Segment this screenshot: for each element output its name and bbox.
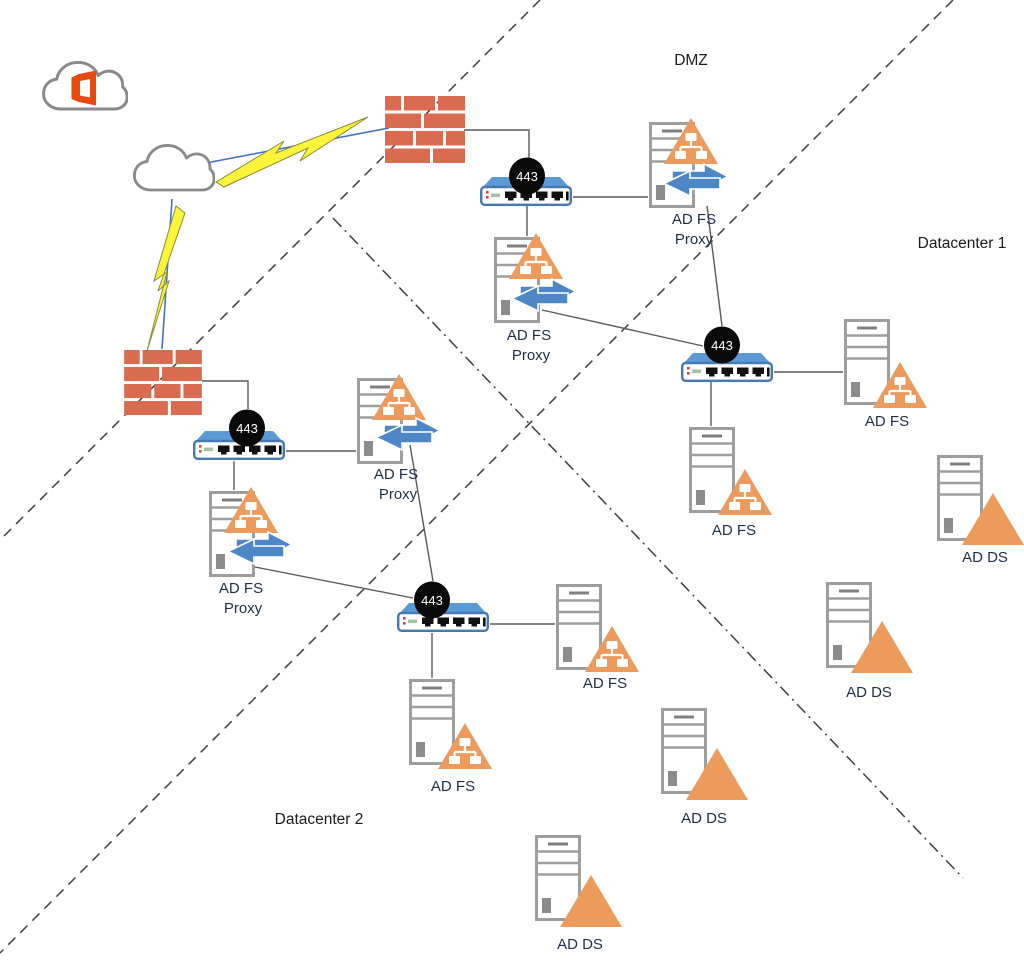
adfs-server-label: AD FS <box>431 778 475 795</box>
proxy1-to-lb2-link <box>706 205 723 327</box>
port-443-badge-label: 443 <box>236 421 258 436</box>
adfs-proxy-server-4: AD FS Proxy <box>209 486 292 617</box>
proxy3-to-lb4-link <box>409 444 434 582</box>
server-icon <box>409 679 455 765</box>
datacenter1-datacenter2-boundary-line <box>332 217 964 879</box>
adfs-server-label: AD FS <box>583 675 627 692</box>
server-icon <box>556 584 602 670</box>
connectors <box>161 127 843 678</box>
firewall-1 <box>385 96 465 163</box>
adfs-server-1: AD FS <box>844 319 928 430</box>
adfs-proxy-label: AD FS <box>507 327 551 344</box>
adds-server-2: AD DS <box>826 582 913 701</box>
dmz-zone-label: DMZ <box>674 52 708 69</box>
adfs-proxy-server-2: AD FS Proxy <box>494 232 576 364</box>
load-balancer-2: 443 <box>681 326 773 382</box>
adfs-proxy-server-3: AD FS Proxy <box>357 373 440 503</box>
lightning-bolt-icon <box>146 205 186 352</box>
load-balancer-1: 443 <box>480 157 572 206</box>
adfs-proxy-label: AD FS <box>672 211 716 228</box>
adfs-proxy-label: Proxy <box>675 231 714 248</box>
adds-server-4: AD DS <box>535 835 622 953</box>
dmz-datacenter-boundary-line <box>0 0 954 954</box>
zone-boundaries <box>0 0 964 954</box>
server-icon <box>844 319 890 405</box>
adds-server-label: AD DS <box>681 810 727 827</box>
lightning-bolt-icon <box>215 116 369 188</box>
firewall-2 <box>124 350 202 416</box>
adds-server-3: AD DS <box>661 708 748 827</box>
adfs-server-2: AD FS <box>689 427 773 539</box>
adds-server-label: AD DS <box>962 549 1008 566</box>
internet-dmz-boundary-line <box>0 0 541 541</box>
adfs-proxy-label: Proxy <box>224 600 263 617</box>
port-443-badge <box>229 409 265 447</box>
load-balancer-3: 443 <box>193 409 285 460</box>
adds-server-label: AD DS <box>846 684 892 701</box>
datacenter1-zone-label: Datacenter 1 <box>918 235 1007 252</box>
port-443-badge-label: 443 <box>711 338 733 353</box>
firewall1-to-lb1-link <box>464 129 530 158</box>
adfs-proxy-server-1: AD FS Proxy <box>649 117 728 248</box>
adfs-proxy-label: Proxy <box>379 486 418 503</box>
adfs-proxy-label: Proxy <box>512 347 551 364</box>
firewall-icon <box>124 350 202 416</box>
adfs-proxy-label: AD FS <box>219 580 263 597</box>
port-443-badge-label: 443 <box>421 593 443 608</box>
proxy2-to-lb2-link <box>541 309 704 347</box>
adds-server-label: AD DS <box>557 936 603 953</box>
datacenter2-zone-label: Datacenter 2 <box>275 811 364 828</box>
adfs-server-label: AD FS <box>712 522 756 539</box>
cloud-icon <box>132 143 215 192</box>
office365-icon <box>71 70 96 106</box>
proxy4-to-lb4-link <box>254 566 414 599</box>
adfs-server-4: AD FS <box>409 679 493 795</box>
adfs-server-3: AD FS <box>556 584 640 692</box>
server-icon <box>689 427 735 513</box>
port-443-badge-label: 443 <box>516 169 538 184</box>
adds-server-1: AD DS <box>937 455 1024 566</box>
load-balancer-4: 443 <box>397 581 489 632</box>
adfs-proxy-label: AD FS <box>374 466 418 483</box>
firewall-icon <box>385 96 465 163</box>
port-443-badge <box>509 157 545 195</box>
internet-cloud <box>132 143 215 192</box>
port-443-badge <box>704 326 740 364</box>
office365-cloud <box>41 60 128 111</box>
adfs-server-label: AD FS <box>865 413 909 430</box>
firewall2-to-lb3-link <box>202 380 249 409</box>
port-443-badge <box>414 581 450 619</box>
